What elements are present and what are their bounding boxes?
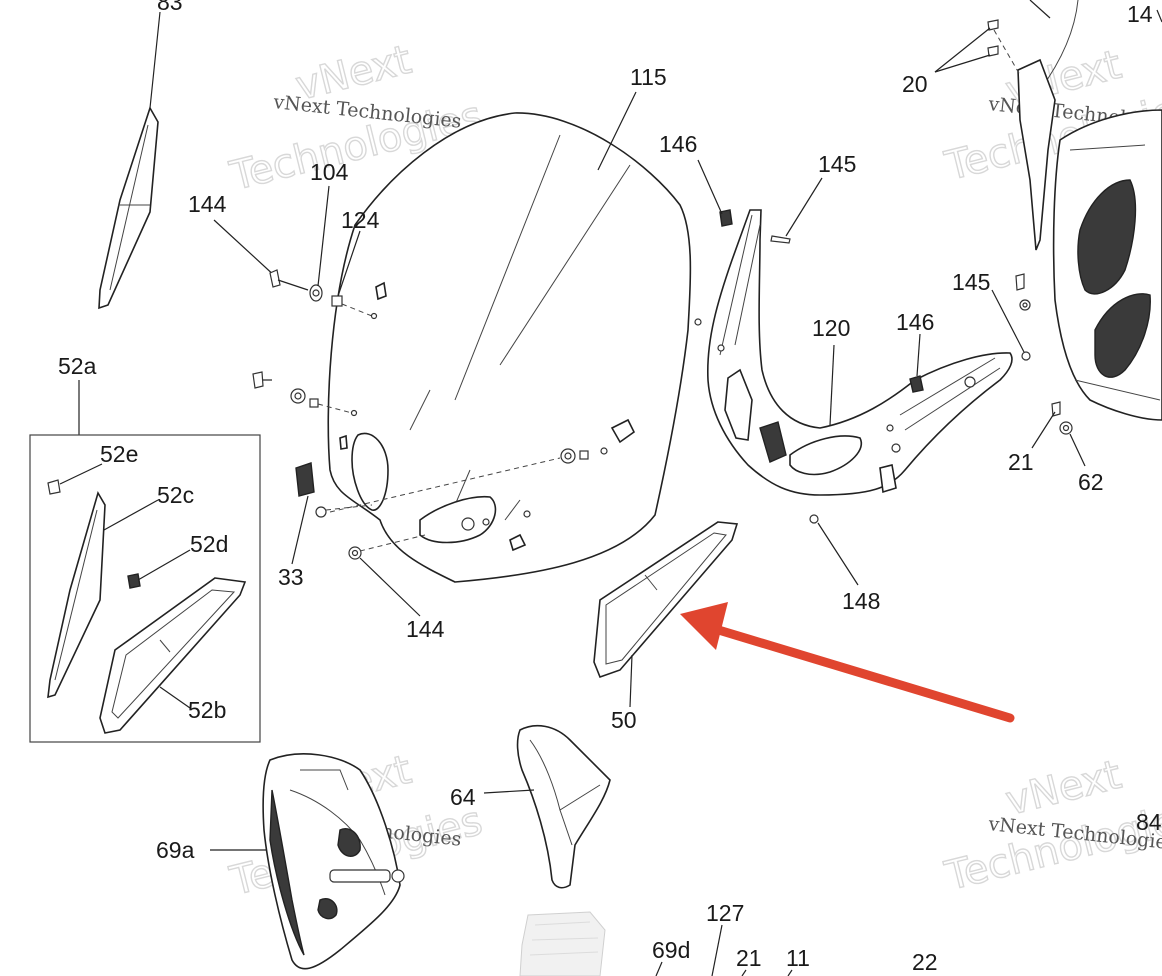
- inset-52a: 52a 52e 52c 52d 52b: [29, 353, 261, 743]
- part-69a-mirror: 69a: [156, 753, 405, 970]
- callout-145-upper: 145: [818, 151, 856, 177]
- callout-21-right: 21: [1008, 449, 1034, 475]
- callout-64: 64: [450, 784, 476, 810]
- callout-83: 83: [157, 0, 183, 15]
- callout-14: 14: [1127, 1, 1153, 27]
- callout-22: 22: [912, 949, 938, 975]
- part-64-cover: 64: [450, 724, 611, 889]
- callout-11: 11: [786, 945, 810, 971]
- callout-146-lower: 146: [896, 309, 934, 335]
- callout-144-upper: 144: [188, 191, 227, 217]
- callout-69a: 69a: [156, 837, 195, 863]
- part-83-side-trim: 83: [98, 0, 183, 310]
- bracket-fasteners: 146 145 146 145 148: [659, 131, 1031, 614]
- part-120-bracket: 120: [694, 209, 1013, 496]
- part-14-fairing-assembly: 20 14 21 62: [902, 0, 1162, 495]
- callout-52c: 52c: [157, 482, 194, 508]
- callout-20: 20: [902, 71, 928, 97]
- callout-33: 33: [278, 564, 304, 590]
- watermark-bottom-right: vNext Technologies vNext Technologies: [940, 751, 1162, 901]
- callout-144-lower: 144: [406, 616, 445, 642]
- callout-50: 50: [611, 707, 637, 733]
- callout-52d: 52d: [190, 531, 228, 557]
- mid-left-fasteners: 33 144: [252, 371, 608, 642]
- callout-69d: 69d: [652, 937, 690, 963]
- part-115-windshield: 115: [327, 64, 692, 583]
- callout-84: 84: [1136, 809, 1162, 835]
- bottom-partial-parts: 127 69d 21 11 22 84: [519, 809, 1162, 976]
- highlight-arrow-icon: [680, 602, 1015, 723]
- callout-127: 127: [706, 900, 744, 926]
- callout-52e: 52e: [100, 441, 138, 467]
- callout-115: 115: [630, 64, 667, 90]
- callout-62: 62: [1078, 469, 1104, 495]
- callout-120: 120: [812, 315, 850, 341]
- callout-146-upper: 146: [659, 131, 697, 157]
- callout-52a: 52a: [58, 353, 97, 379]
- upper-left-fasteners: 144 104 124: [188, 159, 380, 320]
- callout-145-lower: 145: [952, 269, 990, 295]
- callout-104: 104: [310, 159, 349, 185]
- part-50-vent: 50: [593, 521, 739, 733]
- callout-124: 124: [341, 207, 380, 233]
- callout-21-bottom: 21: [736, 945, 762, 971]
- callout-148: 148: [842, 588, 880, 614]
- callout-52b: 52b: [188, 697, 226, 723]
